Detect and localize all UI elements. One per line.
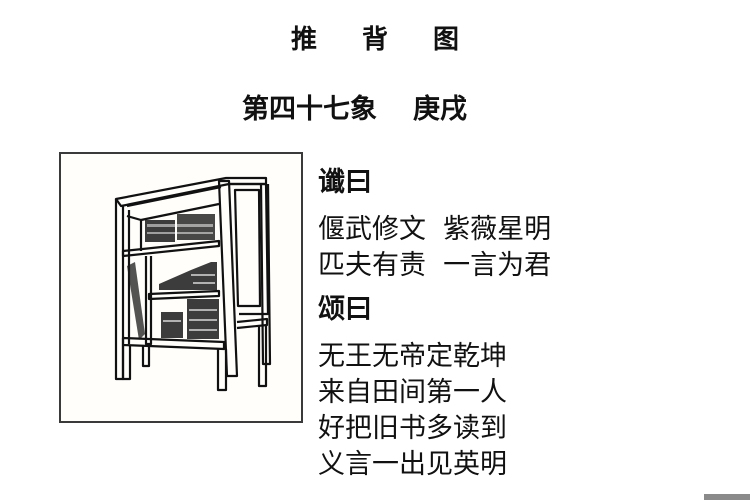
ode-line: 好把旧书多读到 bbox=[318, 413, 507, 444]
chapter-number: 第四十七象 bbox=[242, 94, 377, 125]
chapter-subtitle: 第四十七象 庚戌 bbox=[242, 88, 467, 132]
bookshelf-illustration-icon bbox=[114, 176, 272, 392]
prophecy-line: 偃武修文 紫薇星明 bbox=[318, 214, 552, 245]
ode-line: 无王无帝定乾坤 bbox=[318, 341, 507, 372]
ode-heading: 颂曰 bbox=[318, 294, 372, 325]
prophecy-heading: 谶曰 bbox=[318, 167, 372, 198]
ode-line: 义言一出见英明 bbox=[318, 449, 507, 480]
prophecy-line: 匹夫有责 一言为君 bbox=[318, 250, 552, 281]
ode-line: 来自田间第一人 bbox=[318, 377, 507, 408]
stem-branch: 庚戌 bbox=[413, 94, 467, 125]
page-title: 推 背 图 bbox=[290, 25, 478, 55]
illustration-frame bbox=[59, 152, 303, 423]
corner-bar bbox=[704, 494, 750, 500]
